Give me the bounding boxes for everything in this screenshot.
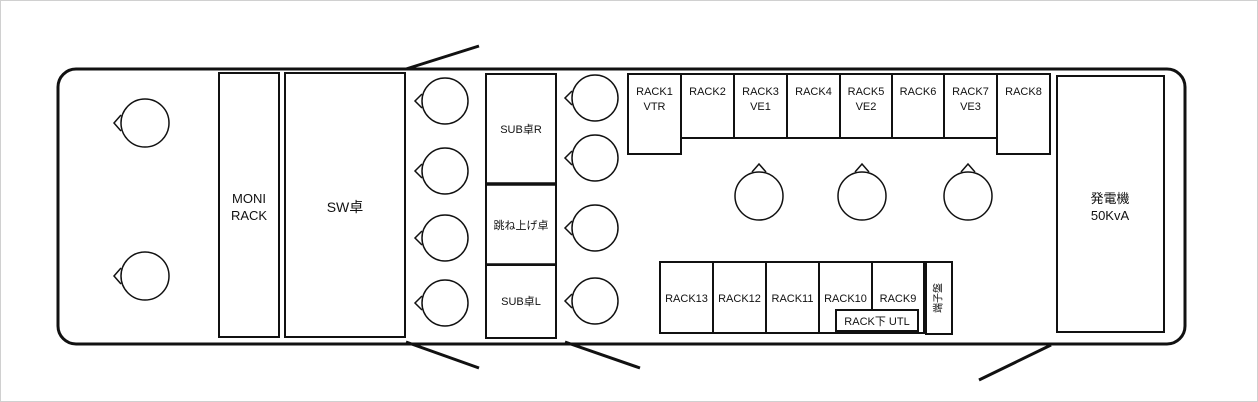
seat-icon [413, 279, 469, 327]
rack-label: RACK1 [636, 86, 673, 98]
door-line-top [405, 44, 480, 71]
seat-icon [563, 134, 619, 182]
door-lines [405, 44, 1052, 382]
door-line-bottom-right [978, 343, 1052, 382]
terminal-panel-label: 端子盤 [932, 283, 945, 313]
sub-console-l [485, 264, 557, 339]
rack-sublabel: VE2 [856, 101, 877, 113]
door-line-bottom-left [405, 340, 480, 370]
seat-icon [563, 277, 619, 325]
rack-label: RACK13 [665, 293, 708, 305]
seat-icon [113, 251, 170, 301]
moni-rack-label-2: RACK [231, 208, 267, 223]
rack-under-utl-label: RACK下 UTL [844, 316, 909, 328]
rack-top-2: RACK2 [680, 73, 735, 139]
rack-sublabel: VE3 [960, 101, 981, 113]
sub-console-l-label: SUB卓L [501, 295, 541, 308]
rack-label: RACK10 [824, 293, 867, 305]
generator-label-1: 発電機 [1090, 191, 1129, 206]
rack-label: RACK11 [772, 293, 814, 305]
rack-label: RACK8 [1005, 86, 1042, 98]
moni-rack [218, 72, 280, 338]
seats-left [113, 98, 170, 301]
rack-label: RACK4 [795, 86, 832, 98]
generator [1056, 75, 1165, 333]
seat-icon [413, 214, 469, 262]
seats-middle [734, 162, 993, 221]
rack-top-6: RACK6 [891, 73, 945, 139]
rack-bottom-3: RACK11 [765, 261, 820, 334]
rack-under-utl [835, 309, 919, 332]
seat-icon [734, 162, 784, 221]
seat-icon [563, 74, 619, 122]
sw-console [284, 72, 406, 338]
seats-column-1 [413, 77, 469, 327]
rack-label: RACK12 [718, 293, 761, 305]
rack-top-4: RACK4 [786, 73, 841, 139]
seat-icon [563, 204, 619, 252]
rack-label: RACK9 [880, 293, 917, 305]
rack-bottom-2: RACK12 [712, 261, 767, 334]
seat-icon [413, 147, 469, 195]
generator-label-2: 50KvA [1091, 208, 1130, 223]
rack-bottom-1: RACK13 [659, 261, 714, 334]
sub-console-r-label: SUB卓R [500, 123, 542, 136]
seat-icon [943, 162, 993, 221]
seat-icon [113, 98, 170, 148]
rack-label: RACK6 [900, 86, 937, 98]
sub-console-r [485, 73, 557, 185]
sw-console-label: SW卓 [327, 199, 364, 215]
lift-console [485, 183, 557, 266]
seat-icon [413, 77, 469, 125]
vehicle-body-outline [56, 67, 1187, 346]
rack-label: RACK5 [848, 86, 885, 98]
seat-icon [837, 162, 887, 221]
seats-column-2 [563, 74, 619, 325]
rack-label: RACK2 [689, 86, 726, 98]
lift-console-label: 跳ね上げ卓 [494, 218, 549, 232]
rack-sublabel: VE1 [750, 101, 771, 113]
door-line-bottom-mid [564, 340, 641, 370]
terminal-panel [925, 261, 953, 335]
rack-label: RACK7 [952, 86, 989, 98]
moni-rack-label-1: MONI [232, 191, 266, 206]
rack-top-8: RACK8 [996, 73, 1051, 155]
rack-label: RACK3 [742, 86, 779, 98]
rack-sublabel: VTR [644, 101, 666, 113]
